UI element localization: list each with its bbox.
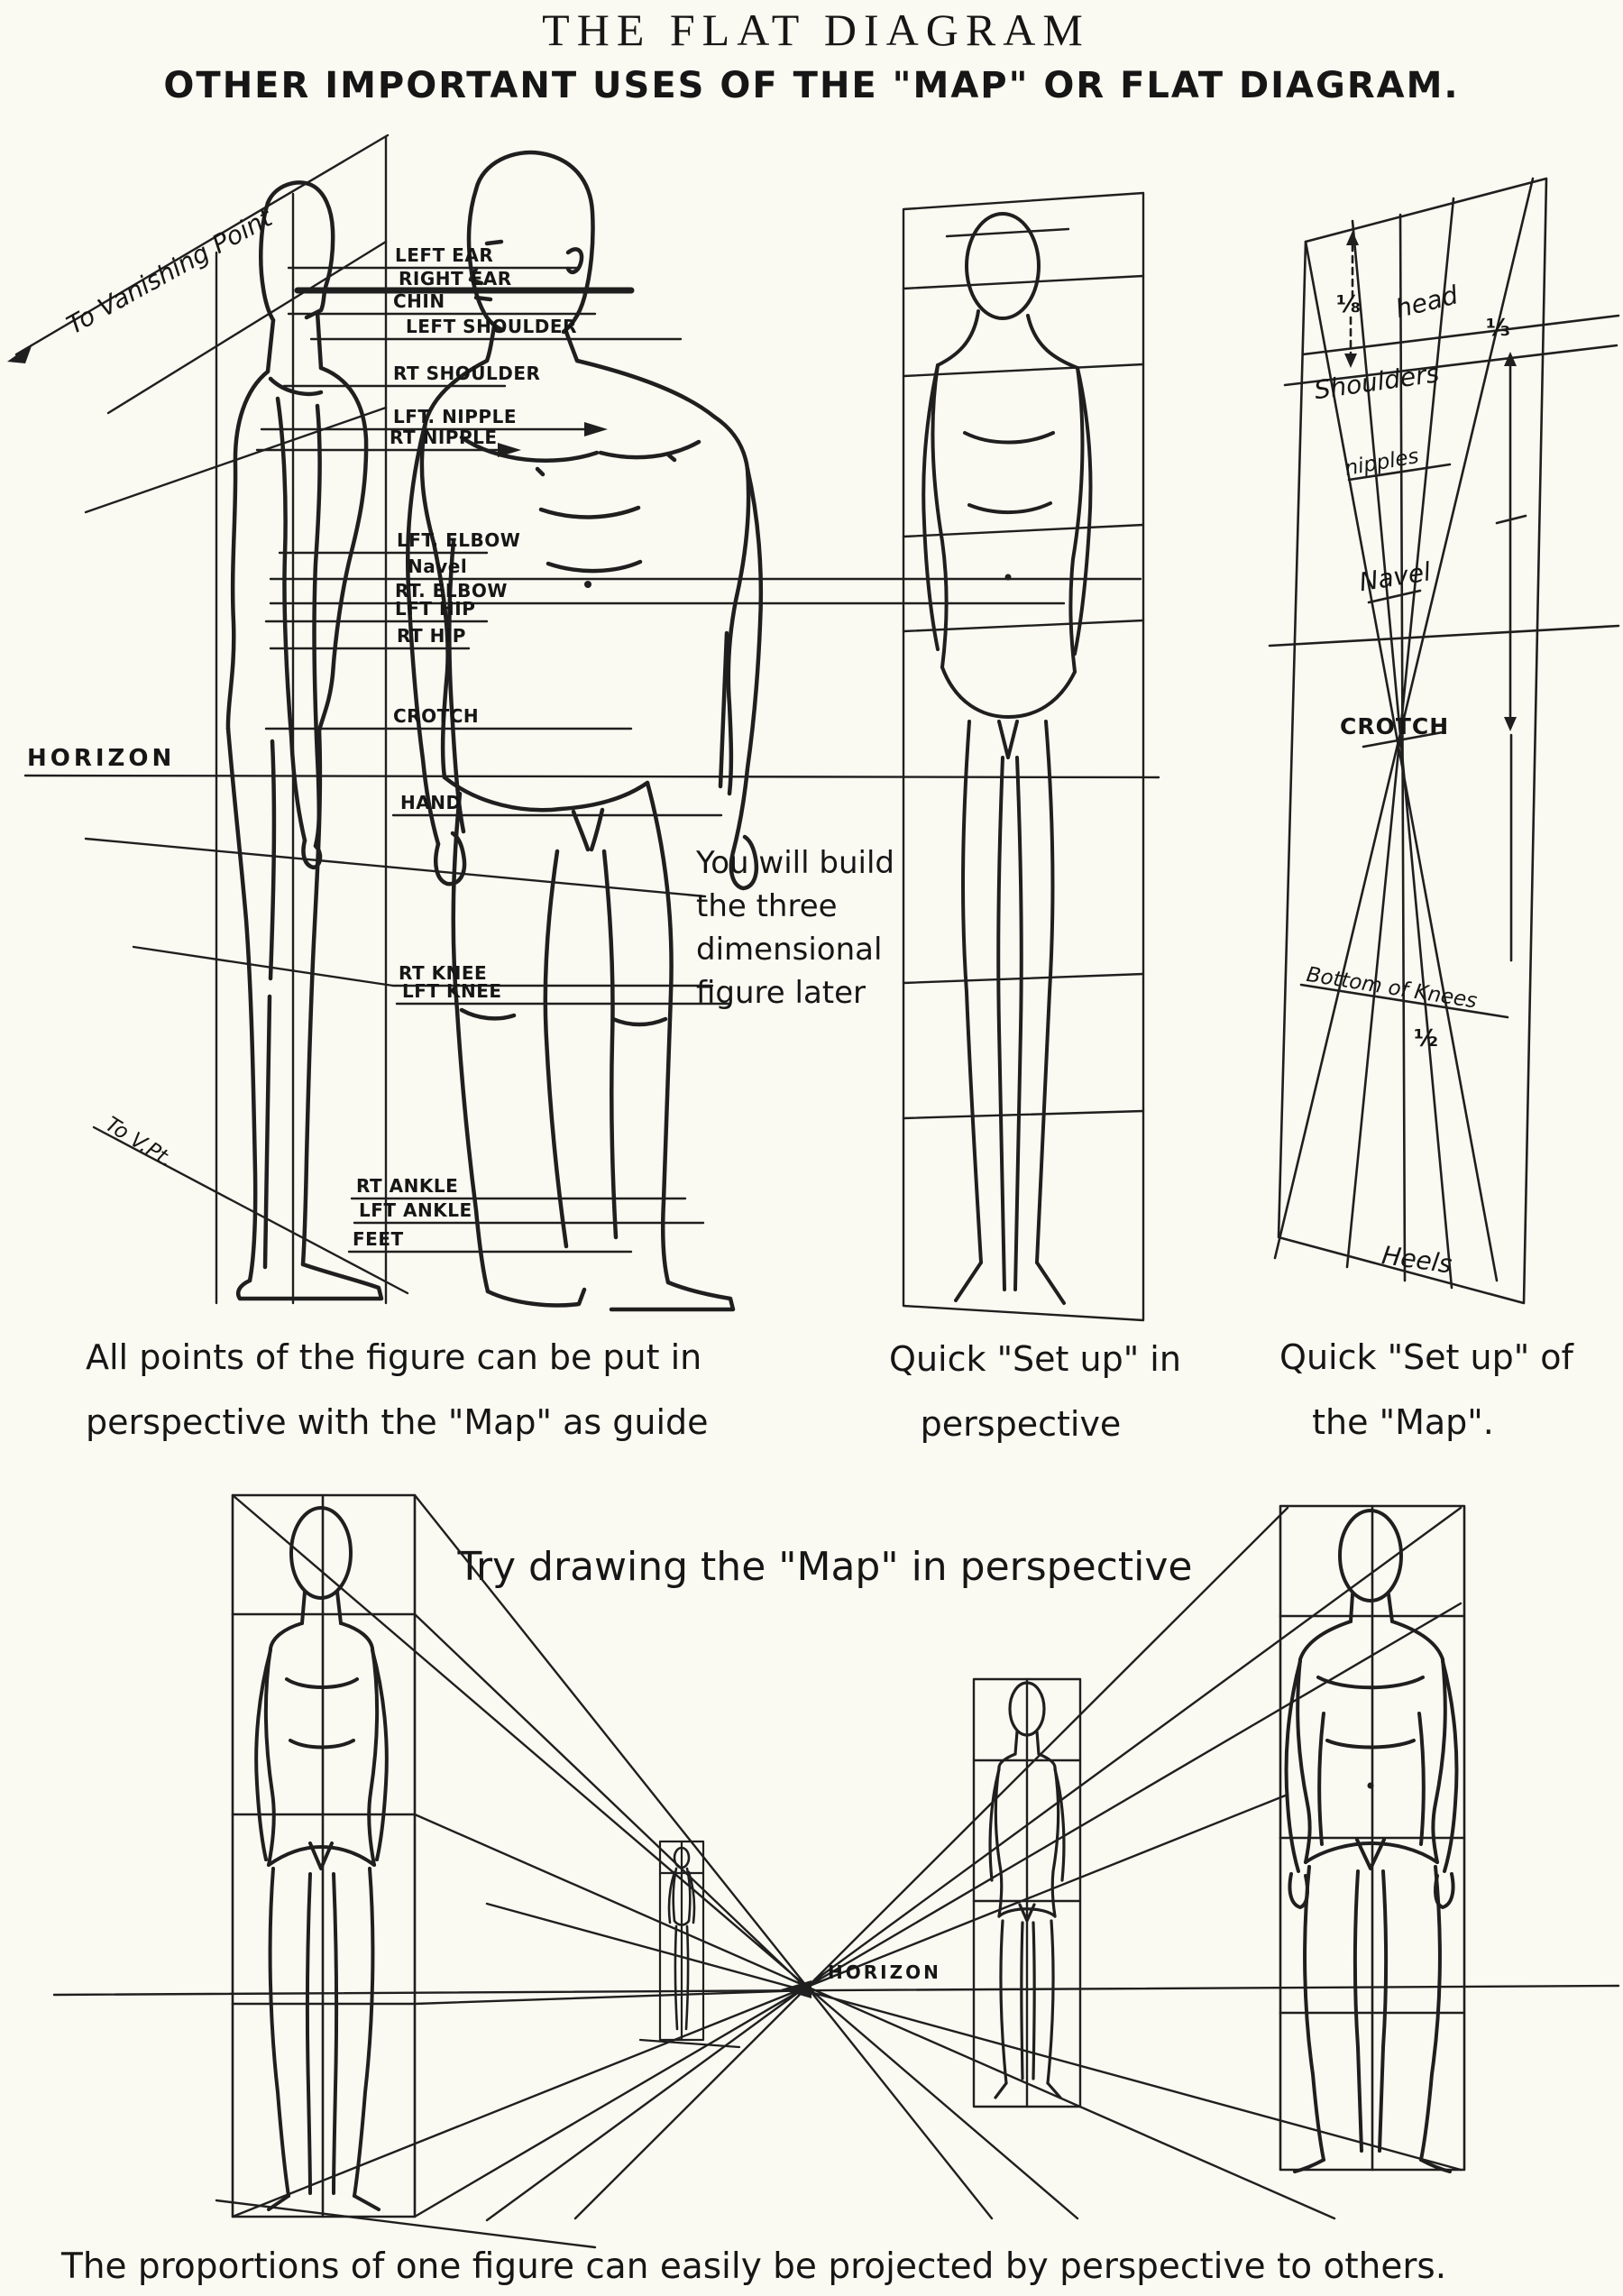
page-subtitle: OTHER IMPORTANT USES OF THE "MAP" OR FLA… <box>163 65 1459 106</box>
map-panel-labels: head ⅛ ⅓ Shoulders nipples Navel CROTCH … <box>1305 280 1510 1279</box>
label-feet: FEET <box>353 1228 404 1250</box>
captions-row: All points of the figure can be put in p… <box>86 1337 1575 1444</box>
label-rt-hip: RT HIP <box>397 625 466 647</box>
arrowheads-top <box>7 344 608 457</box>
perspective-setup-box <box>902 191 1145 1322</box>
to-vpt-label: To V.Pt. <box>101 1113 177 1172</box>
caption-mid-line1: Quick "Set up" in <box>889 1339 1181 1379</box>
map-shoulders-label: Shoulders <box>1313 358 1442 405</box>
page-title: THE FLAT DIAGRAM <box>542 5 1090 55</box>
to-vanishing-point-label: To Vanishing Point <box>61 202 278 340</box>
map-heels-label: Heels <box>1380 1240 1454 1280</box>
caption-left-line2: perspective with the "Map" as guide <box>86 1402 709 1442</box>
label-chin: CHIN <box>393 290 445 312</box>
try-drawing-heading: Try drawing the "Map" in perspective <box>457 1544 1193 1590</box>
map-third-fraction: ⅓ <box>1486 315 1510 342</box>
label-right-ear: RIGHT EAR <box>399 268 512 289</box>
map-half-fraction: ½ <box>1414 1025 1438 1052</box>
horizon-label-bottom: HORIZON <box>828 1961 941 1983</box>
build-note-line4: figure later <box>696 975 866 1011</box>
map-crotch-label: CROTCH <box>1340 713 1449 739</box>
label-left-ear: LEFT EAR <box>395 244 493 266</box>
label-rt-knee: RT KNEE <box>399 962 487 984</box>
map-knees-label: Bottom of Knees <box>1305 963 1479 1014</box>
caption-left-line1: All points of the figure can be put in <box>86 1337 701 1377</box>
build-note-line1: You will build <box>695 845 894 881</box>
left-projection-box <box>231 1493 417 2218</box>
label-lft-elbow: LFT. ELBOW <box>397 529 520 551</box>
label-rt-shoulder: RT SHOULDER <box>393 363 540 384</box>
map-setup-panel <box>1268 177 1620 1305</box>
label-lft-nipple: LFT. NIPPLE <box>393 406 517 427</box>
label-lft-ankle: LFT ANKLE <box>359 1199 472 1221</box>
label-crotch: CROTCH <box>393 705 479 727</box>
right-nipple-arrow <box>498 443 521 457</box>
three-quarter-figure <box>406 150 764 1312</box>
side-view-figure <box>225 180 384 1301</box>
label-left-shoulder: LEFT SHOULDER <box>406 316 577 337</box>
map-head-label: head <box>1392 280 1461 324</box>
build-note-line2: the three <box>696 888 838 924</box>
horizon-label-top: HORIZON <box>27 745 175 772</box>
caption-mid-line2: perspective <box>921 1404 1122 1444</box>
caption-right-line1: Quick "Set up" of <box>1279 1337 1574 1377</box>
vanishing-point-marker <box>781 1980 812 1998</box>
build-note: You will build the three dimensional fig… <box>695 845 894 1011</box>
label-lft-knee: LFT KNEE <box>402 980 502 1002</box>
label-hand: HAND <box>400 792 462 813</box>
vanishing-point-arrow <box>7 344 32 363</box>
build-note-line3: dimensional <box>696 932 882 968</box>
label-lft-hip: LFT HIP <box>395 598 475 620</box>
label-rt-ankle: RT ANKLE <box>356 1175 458 1197</box>
label-rt-nipple: RT NIPPLE <box>390 427 498 448</box>
tiny-projection-box <box>638 1840 741 2049</box>
perspective-setup-figure <box>922 212 1093 1305</box>
map-panel-arrows <box>1344 231 1517 731</box>
footer-caption: The proportions of one figure can easily… <box>60 2246 1446 2287</box>
medium-projection-box <box>972 1677 1082 2108</box>
medium-projection-figure <box>988 1681 1066 2099</box>
left-nipple-arrow <box>584 422 608 436</box>
map-head-fraction: ⅛ <box>1336 291 1361 318</box>
label-rt-elbow: RT. ELBOW <box>395 580 508 602</box>
map-navel-label: Navel <box>1357 556 1433 597</box>
tiny-projection-figure <box>667 1846 696 2031</box>
body-labels: LEFT EAR RIGHT EAR CHIN LEFT SHOULDER RT… <box>27 202 577 1250</box>
label-navel: Navel <box>408 556 467 577</box>
header: THE FLAT DIAGRAM OTHER IMPORTANT USES OF… <box>163 5 1459 106</box>
right-projection-box <box>1279 1504 1466 2172</box>
left-projection-figure <box>254 1506 389 2211</box>
right-projection-figure <box>1284 1509 1459 2173</box>
caption-right-line2: the "Map". <box>1312 1402 1494 1442</box>
construction-lines <box>14 133 1160 1305</box>
